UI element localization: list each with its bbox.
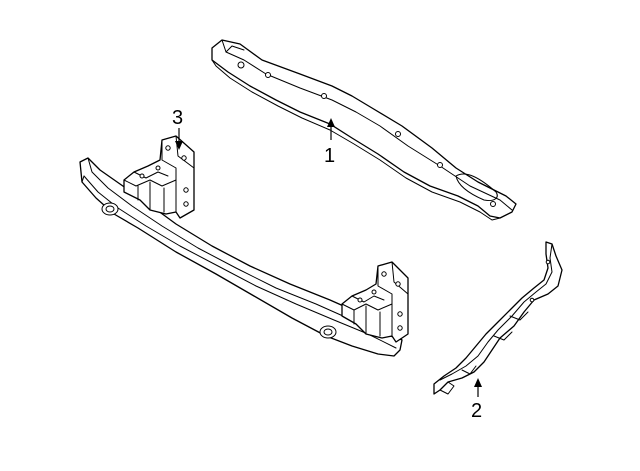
- part-1-upper-crossmember: [211, 39, 517, 221]
- callout-1-arrowhead: [327, 118, 335, 127]
- callout-3-arrowhead: [175, 141, 183, 150]
- callout-2: 2: [471, 378, 482, 422]
- callout-1: 1: [324, 118, 335, 167]
- part-2-side-strut: [433, 241, 563, 395]
- callout-2-label: 2: [471, 400, 482, 422]
- callout-2-arrowhead: [474, 378, 482, 387]
- callout-1-label: 1: [324, 145, 335, 167]
- callout-3: 3: [172, 107, 183, 150]
- part-3-lower-support: [79, 135, 409, 357]
- callout-3-label: 3: [172, 107, 183, 129]
